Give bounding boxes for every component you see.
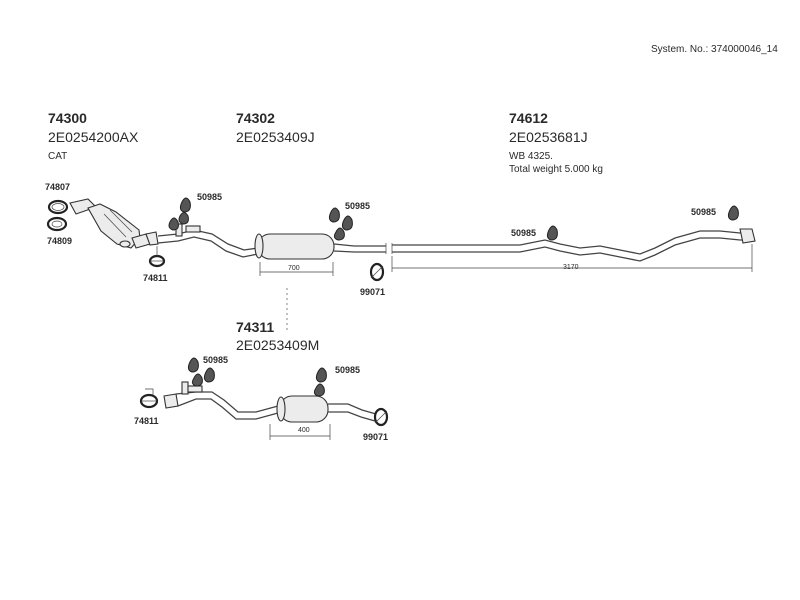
label-clamp-74809: 74809 <box>47 236 73 246</box>
hanger-rear-1-icon <box>546 225 558 241</box>
alt-middle-part-number: 74311 <box>236 319 275 335</box>
alt-label-clamp-74811: 74811 <box>134 416 159 426</box>
label-clamp-74807: 74807 <box>45 182 71 192</box>
hanger-middle-icon <box>328 207 353 241</box>
rear-part-number: 74612 <box>509 110 548 126</box>
middle-oem-number: 2E0253409J <box>236 129 315 145</box>
middle-muffler <box>254 233 386 260</box>
label-clamp-74811: 74811 <box>143 273 168 283</box>
gasket-74809-icon <box>46 216 68 232</box>
label-clamp-99071: 99071 <box>360 287 386 297</box>
alt-dimension-middle-length: 400 <box>298 427 310 434</box>
alt-middle-oem-number: 2E0253409M <box>236 337 320 353</box>
catalytic-converter <box>69 198 159 249</box>
alt-clamp-99071-icon <box>373 407 389 427</box>
clamp-74807-icon <box>47 199 69 215</box>
alt-clamp-74811-icon <box>139 388 159 409</box>
hanger-rear-2-icon <box>727 205 739 221</box>
cat-part-number: 74300 <box>48 110 87 126</box>
alt-label-hanger-2: 50985 <box>335 365 361 375</box>
middle-part-number: 74302 <box>236 110 275 126</box>
total-weight: Total weight 5.000 kg <box>509 164 603 175</box>
clamp-99071-icon <box>369 262 385 282</box>
dimension-rear-length: 3170 <box>563 264 579 271</box>
dimension-middle-length: 700 <box>288 265 300 272</box>
dimension-line-400 <box>269 424 331 440</box>
alt-label-hanger-1: 50985 <box>203 355 229 365</box>
label-hanger-1: 50985 <box>197 192 223 202</box>
label-hanger-3: 50985 <box>511 228 537 238</box>
dimension-line-700 <box>259 262 334 276</box>
dimension-line-3170 <box>391 244 753 272</box>
label-hanger-4: 50985 <box>691 207 717 217</box>
cat-oem-number: 2E0254200AX <box>48 129 139 145</box>
rear-pipe <box>385 228 756 262</box>
cat-description: CAT <box>48 151 68 162</box>
clamp-74811-icon <box>148 246 166 268</box>
alt-hanger-middle-icon <box>313 367 327 397</box>
system-number: System. No.: 374000046_14 <box>651 44 778 55</box>
wheelbase-note: WB 4325. <box>509 151 553 162</box>
rear-oem-number: 2E0253681J <box>509 129 588 145</box>
front-pipe <box>157 223 259 258</box>
alt-label-clamp-99071: 99071 <box>363 432 389 442</box>
hanger-front-icon <box>168 197 191 231</box>
alt-hanger-front-icon <box>187 357 215 387</box>
alt-middle-muffler <box>276 395 377 423</box>
alt-front-pipe <box>163 381 279 420</box>
label-hanger-2: 50985 <box>345 201 371 211</box>
